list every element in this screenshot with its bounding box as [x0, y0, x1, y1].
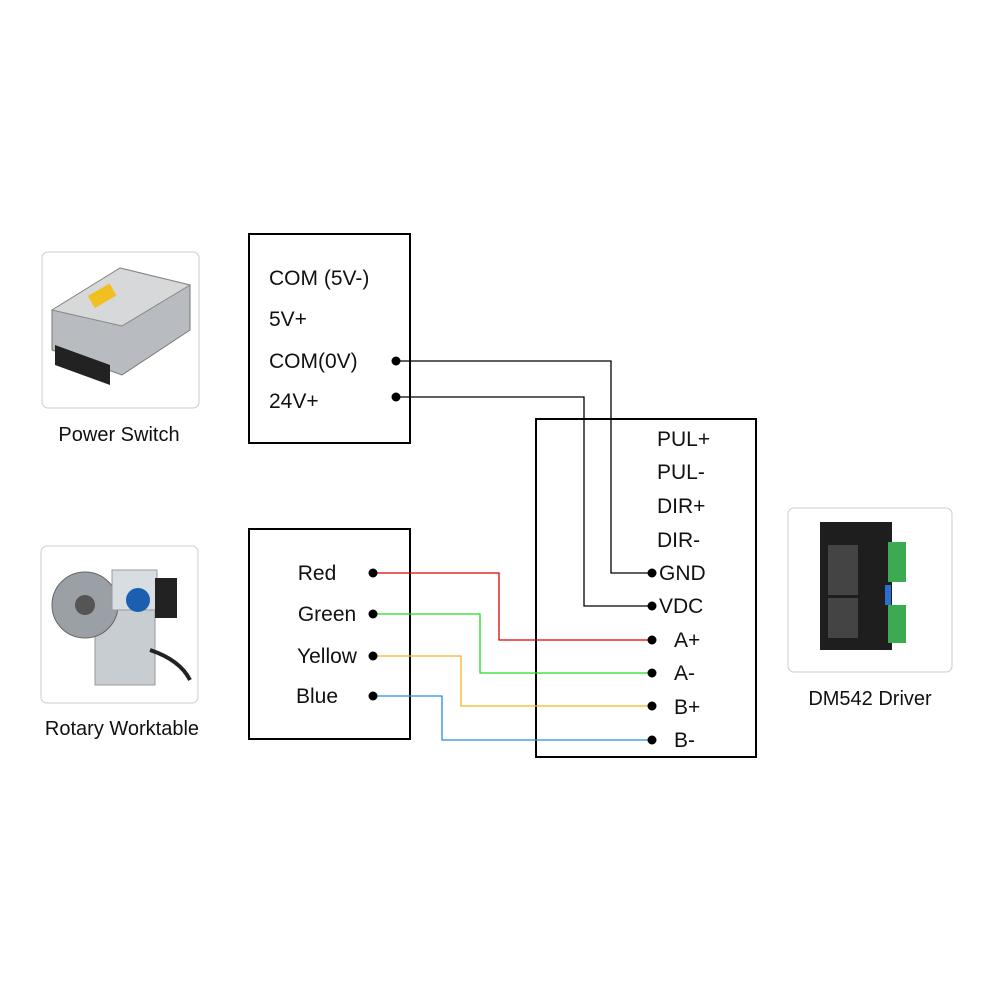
terminal-dot-driver: [647, 701, 657, 711]
dm542-driver-image: [787, 507, 953, 673]
wire-24v-to-vdc: [396, 396, 652, 607]
power-switch-image: [41, 251, 200, 409]
driver-terminal-a-minus: A-: [674, 662, 695, 685]
terminal-dot-driver: [647, 735, 657, 745]
driver-terminal-b-minus: B-: [674, 729, 695, 752]
terminal-dot-source: [368, 568, 378, 578]
driver-terminal-b-plus: B+: [674, 696, 700, 719]
power-terminal-com0v: COM(0V): [269, 350, 358, 373]
wire-green-to-aminus: [373, 613, 652, 674]
wire-red-to-aplus: [373, 572, 652, 641]
driver-terminal-pul-minus: PUL-: [657, 461, 705, 484]
power-terminal-5v: 5V+: [269, 308, 307, 331]
driver-terminal-a-plus: A+: [674, 629, 700, 652]
wire-yellow-to-bplus: [373, 655, 652, 707]
power-switch-caption: Power Switch: [58, 424, 179, 446]
motor-terminal-yellow: Yellow: [297, 645, 358, 668]
motor-terminal-blue: Blue: [296, 685, 338, 708]
dm542-driver-caption: DM542 Driver: [808, 688, 932, 710]
motor-terminal-box: [248, 528, 411, 740]
terminal-dot-source: [391, 356, 401, 366]
power-terminal-box: [248, 233, 411, 444]
wire-blue-to-bminus: [373, 695, 652, 741]
rotary-worktable-image: [40, 545, 199, 704]
terminal-dot-driver: [647, 601, 657, 611]
power-terminal-com5v: COM (5V-): [269, 267, 369, 290]
terminal-dot-source: [391, 392, 401, 402]
driver-terminal-pul-plus: PUL+: [657, 428, 710, 451]
driver-terminal-box: [535, 418, 757, 758]
driver-terminal-dir-minus: DIR-: [657, 529, 700, 552]
terminal-dot-driver: [647, 668, 657, 678]
motor-terminal-green: Green: [298, 603, 356, 626]
terminal-dot-driver: [647, 635, 657, 645]
rotary-worktable-caption: Rotary Worktable: [45, 718, 199, 740]
motor-terminal-red: Red: [298, 562, 337, 585]
driver-terminal-dir-plus: DIR+: [657, 495, 705, 518]
terminal-dot-source: [368, 691, 378, 701]
driver-terminal-gnd: GND: [659, 562, 706, 585]
power-terminal-24v: 24V+: [269, 390, 319, 413]
terminal-dot-source: [368, 609, 378, 619]
terminal-dot-source: [368, 651, 378, 661]
terminal-dot-driver: [647, 568, 657, 578]
driver-terminal-vdc: VDC: [659, 595, 703, 618]
wire-com0v-to-gnd: [396, 360, 652, 574]
